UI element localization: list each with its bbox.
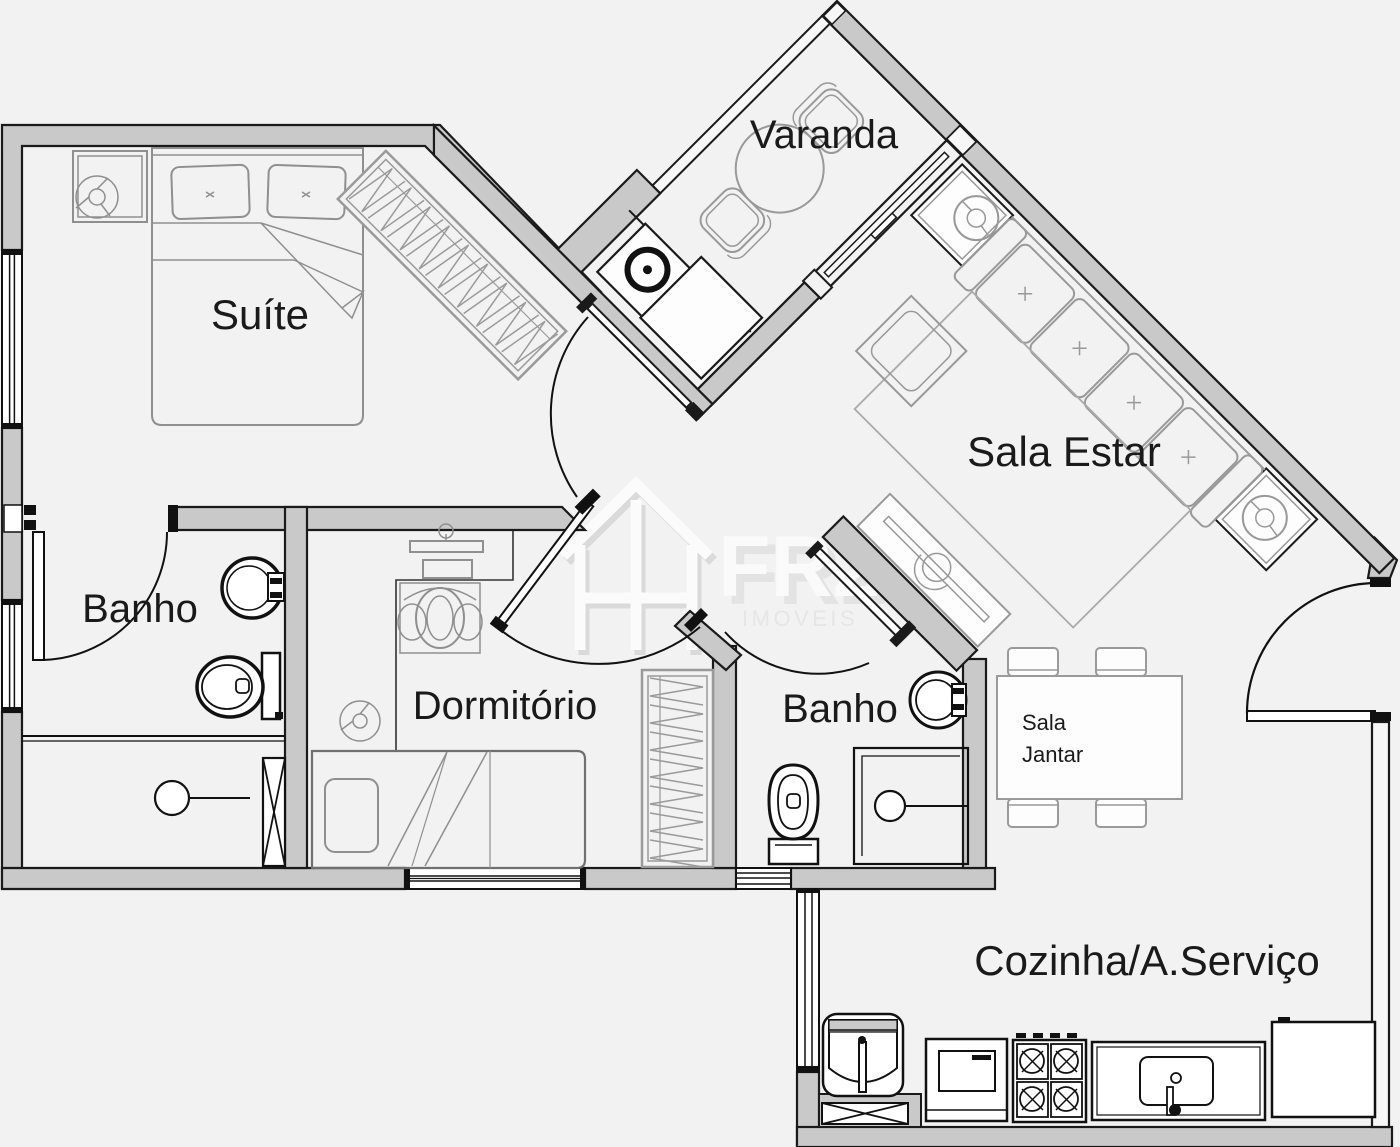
svg-text:Suíte: Suíte xyxy=(211,291,309,338)
svg-text:IMOVEIS: IMOVEIS xyxy=(742,606,858,631)
svg-text:Varanda: Varanda xyxy=(750,113,899,157)
svg-text:Sala Estar: Sala Estar xyxy=(967,428,1161,475)
svg-text:Sala: Sala xyxy=(1022,710,1067,735)
svg-text:Jantar: Jantar xyxy=(1022,742,1083,767)
svg-text:Banho: Banho xyxy=(782,687,898,731)
svg-text:Banho: Banho xyxy=(82,587,198,631)
svg-text:Dormitório: Dormitório xyxy=(413,684,597,728)
svg-text:Cozinha/A.Serviço: Cozinha/A.Serviço xyxy=(974,937,1320,984)
